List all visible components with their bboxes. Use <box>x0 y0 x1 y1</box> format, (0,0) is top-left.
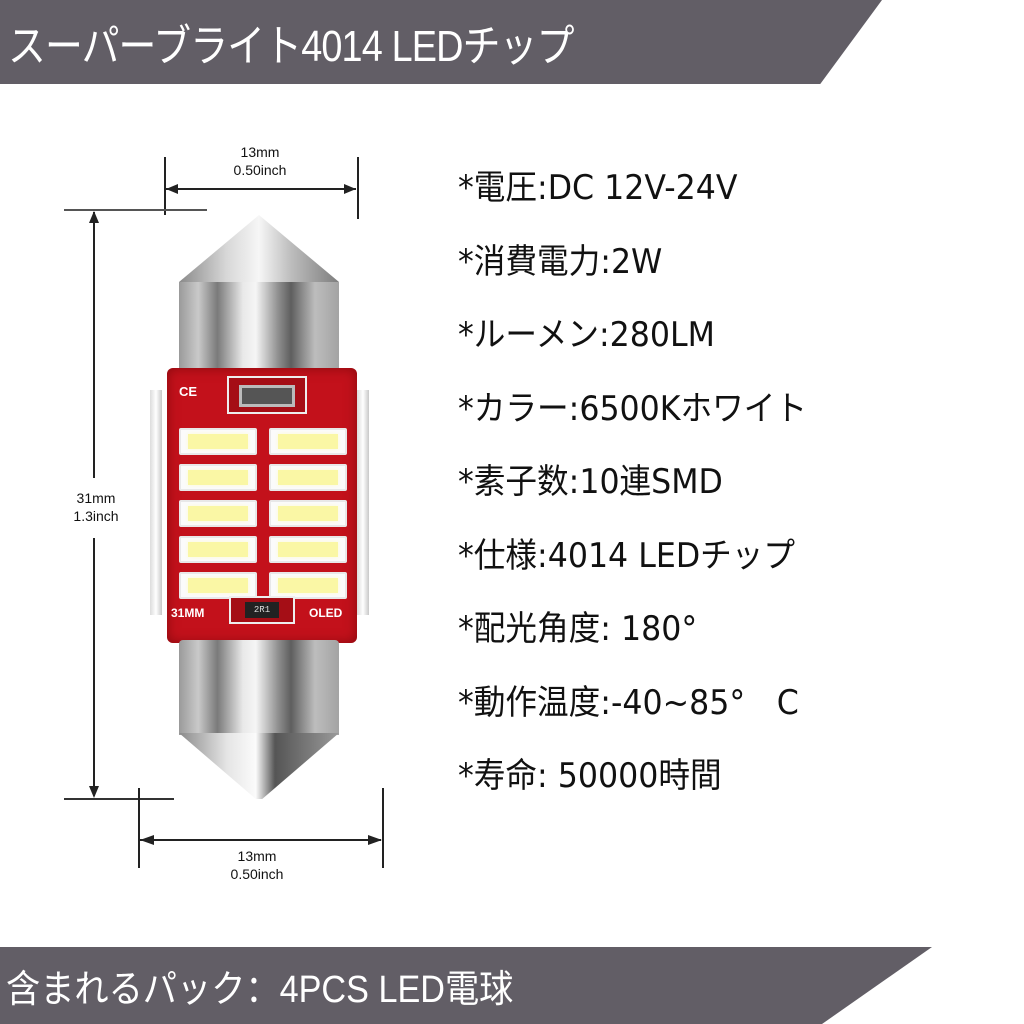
bottom-width-label: 13mm 0.50inch <box>207 847 307 883</box>
led-bulb-image: CE 31MM 2R1 OLED <box>150 215 370 805</box>
bottom-width-arrow-line <box>140 839 381 841</box>
spec-voltage: *電圧:DC 12V-24V <box>458 168 738 208</box>
length-label: 31mm 1.3inch <box>56 489 136 525</box>
led-chip <box>179 572 257 599</box>
led-chip <box>179 464 257 491</box>
length-top-extension <box>64 209 207 211</box>
led-chip <box>269 572 347 599</box>
top-width-inch: 0.50inch <box>233 162 287 178</box>
led-chip <box>179 500 257 527</box>
bulb-bottom-cap-tip <box>179 733 339 799</box>
length-arrow-line-lower <box>93 538 95 796</box>
bulb-top-cap <box>179 282 339 372</box>
spec-list: *電圧:DC 12V-24V *消費電力:2W *ルーメン:280LM *カラー… <box>458 160 833 822</box>
spec-power: *消費電力:2W <box>458 241 663 282</box>
length-mm: 31mm <box>76 490 116 506</box>
spec-color: *カラー:6500Kホワイト <box>458 388 808 429</box>
led-chip <box>179 536 257 563</box>
spec-operating-temp: *動作温度:-40~85° C <box>458 682 799 723</box>
pcb-brand-label: OLED <box>309 606 343 620</box>
led-chip-grid <box>179 428 347 599</box>
arrow-right-icon <box>344 184 356 194</box>
led-chip <box>179 428 257 455</box>
length-arrow-line-upper <box>93 212 95 478</box>
arrow-up-icon <box>89 211 99 223</box>
led-chip <box>269 500 347 527</box>
bottom-width-inch: 0.50inch <box>230 866 284 882</box>
top-width-mm: 13mm <box>240 144 280 160</box>
spec-lumen: *ルーメン:280LM <box>458 315 715 355</box>
pcb-side-left <box>150 390 162 615</box>
spec-lifespan: *寿命: 50000時間 <box>458 756 722 796</box>
arrow-left-icon <box>140 835 154 845</box>
header-banner: スーパーブライト4014 LEDチップ <box>0 0 882 84</box>
spec-beam-angle: *配光角度: 180° <box>458 609 698 649</box>
pcb-side-right <box>357 390 369 615</box>
spec-chip-type: *仕様:4014 LEDチップ <box>458 535 796 576</box>
footer-banner: 含まれるパック：4PCS LED電球 <box>0 947 932 1024</box>
arrow-left-icon <box>166 184 178 194</box>
top-width-left-extension <box>164 157 166 215</box>
top-width-label: 13mm 0.50inch <box>210 143 310 179</box>
bottom-width-mm: 13mm <box>237 848 277 864</box>
top-width-arrow-line <box>166 188 356 190</box>
bottom-resistor: 2R1 <box>229 596 295 624</box>
bulb-top-cap-tip <box>179 215 339 282</box>
led-chip <box>269 464 347 491</box>
length-bottom-extension <box>64 798 174 800</box>
arrow-right-icon <box>368 835 382 845</box>
bottom-width-left-extension <box>138 788 140 868</box>
arrow-down-icon <box>89 786 99 798</box>
spec-element-count: *素子数:10連SMD <box>458 462 723 502</box>
pcb-size-label: 31MM <box>171 606 205 620</box>
top-resistor <box>227 376 307 414</box>
length-inch: 1.3inch <box>73 508 119 524</box>
resistor-code: 2R1 <box>245 602 279 618</box>
bottom-width-right-extension <box>382 788 384 868</box>
footer-text: 含まれるパック：4PCS LED電球 <box>6 969 514 1011</box>
ce-mark: CE <box>179 384 198 399</box>
led-chip <box>269 428 347 455</box>
bulb-bottom-cap <box>179 640 339 735</box>
header-title: スーパーブライト4014 LEDチップ <box>8 22 574 71</box>
led-chip <box>269 536 347 563</box>
led-circuit-board: CE 31MM 2R1 OLED <box>167 368 357 643</box>
top-width-right-extension <box>357 157 359 219</box>
